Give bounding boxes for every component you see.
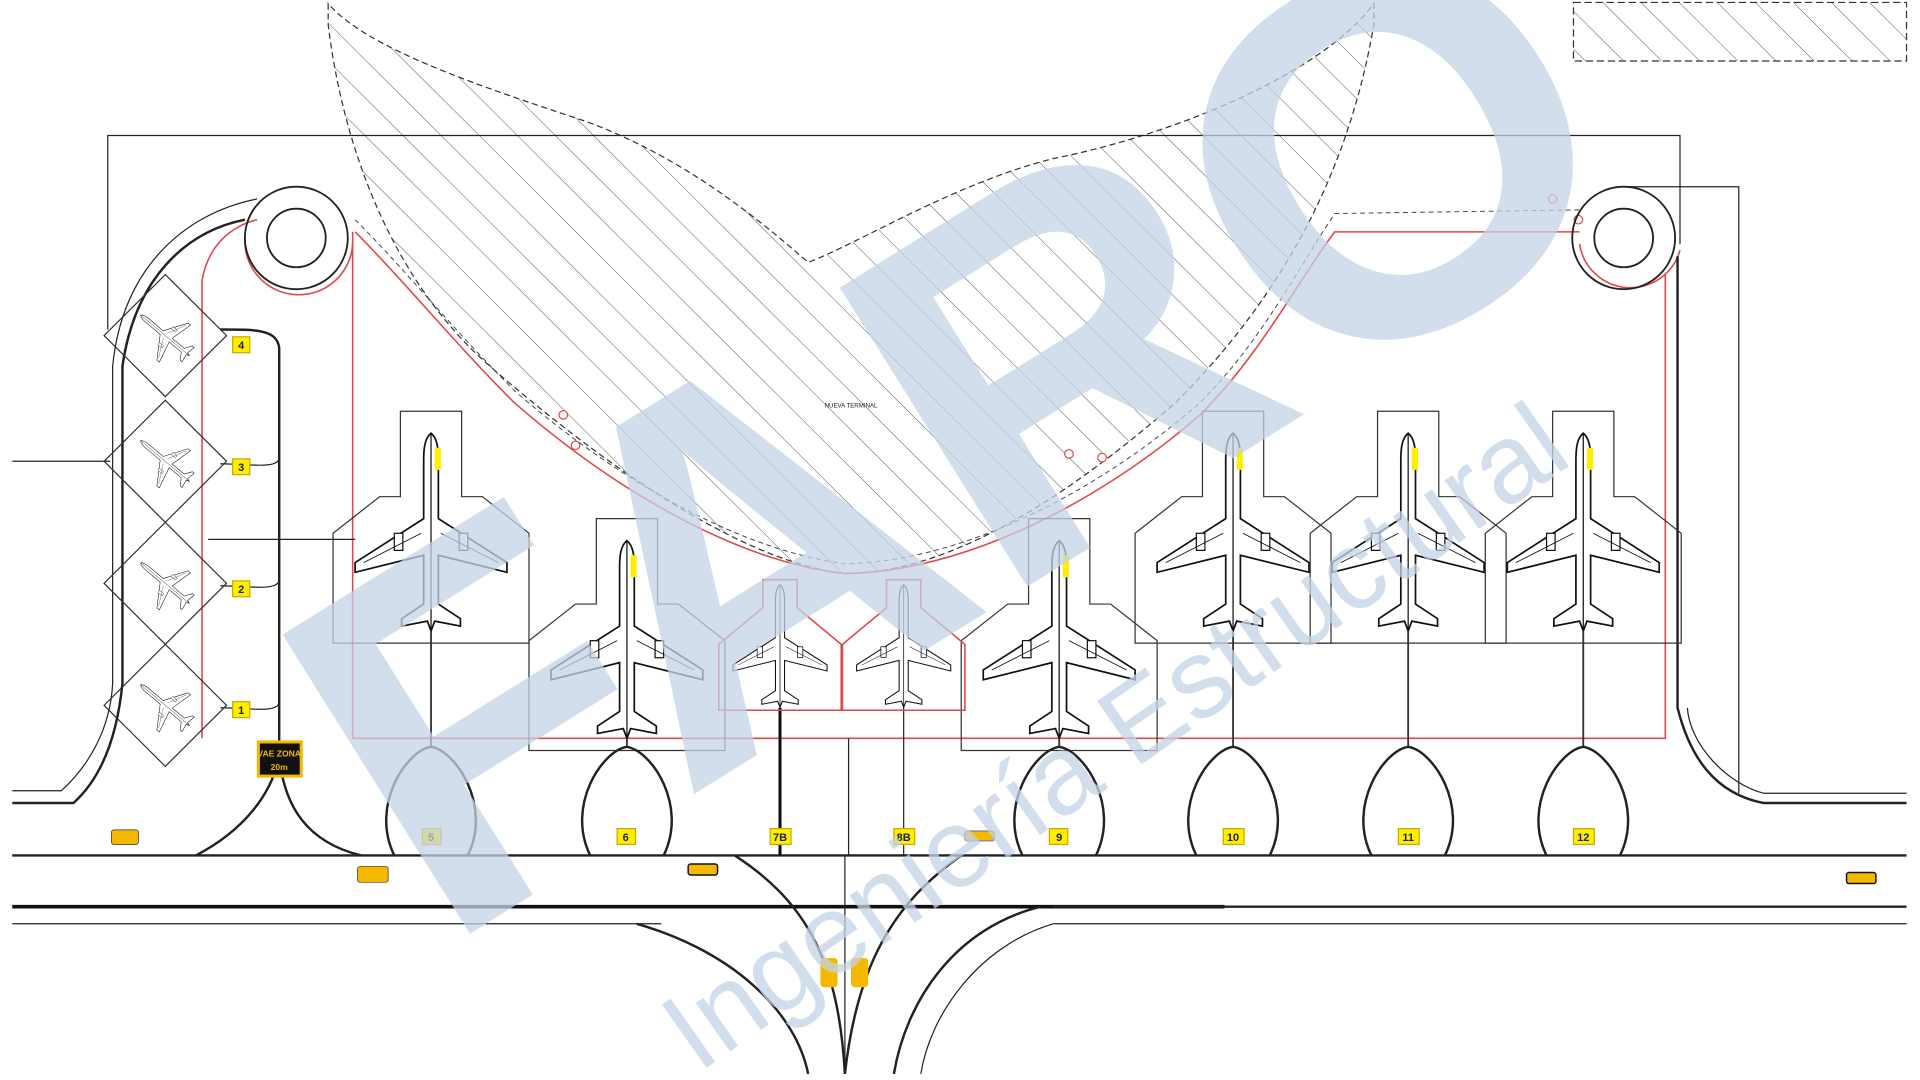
stand-label-11[interactable]: 11 bbox=[1397, 828, 1420, 846]
stand-label-6[interactable]: 6 bbox=[616, 828, 637, 846]
stand-label-12[interactable]: 12 bbox=[1572, 828, 1595, 846]
remote-stand-label-4[interactable]: 4 bbox=[232, 336, 251, 354]
svg-text:1: 1 bbox=[238, 705, 244, 717]
aircraft-stand-9[interactable] bbox=[960, 518, 1158, 856]
aircraft-stand-10[interactable] bbox=[1134, 410, 1332, 856]
taxiways bbox=[12, 198, 1907, 1075]
apron-boundary bbox=[12, 134, 1740, 794]
stand-label-8b[interactable]: 8B bbox=[893, 828, 916, 846]
service-road bbox=[201, 194, 1681, 740]
zone-sign: VAE ZONA 20m bbox=[256, 740, 303, 778]
remote-stand-label-3[interactable]: 3 bbox=[232, 458, 251, 476]
svg-text:12: 12 bbox=[1577, 832, 1589, 844]
svg-text:5: 5 bbox=[428, 832, 434, 844]
remote-stand-label-2[interactable]: 2 bbox=[232, 580, 251, 598]
svg-text:9: 9 bbox=[1056, 832, 1062, 844]
aircraft-stand-11[interactable] bbox=[1309, 410, 1507, 856]
aircraft-stand-5[interactable] bbox=[332, 410, 530, 856]
svg-text:2: 2 bbox=[238, 584, 244, 596]
zone-sign-line1: VAE ZONA bbox=[257, 749, 301, 759]
svg-text:4: 4 bbox=[238, 340, 245, 352]
aircraft-stand-7b[interactable] bbox=[717, 578, 843, 712]
aircraft-stand-8b[interactable] bbox=[841, 578, 966, 712]
svg-text:11: 11 bbox=[1402, 832, 1414, 844]
stand-label-7b[interactable]: 7B bbox=[769, 828, 792, 846]
terminal-footprint: NUEVA TERMINAL bbox=[327, 1, 1375, 575]
taxiway-signs bbox=[111, 829, 1877, 988]
svg-text:7B: 7B bbox=[773, 832, 787, 844]
svg-text:6: 6 bbox=[623, 832, 629, 844]
remote-stand-4[interactable] bbox=[103, 273, 228, 398]
aircraft-stand-6[interactable] bbox=[528, 518, 726, 856]
contact-stand-labels: 5 6 7B 8B 9 10 11 12 bbox=[421, 828, 1595, 846]
terminal-label: NUEVA TERMINAL bbox=[825, 403, 878, 410]
stand-label-5[interactable]: 5 bbox=[421, 828, 442, 846]
svg-text:3: 3 bbox=[238, 462, 244, 474]
zone-sign-line2: 20m bbox=[271, 762, 289, 772]
stand-label-9[interactable]: 9 bbox=[1048, 828, 1069, 846]
reserved-area-top-right bbox=[1572, 1, 1908, 62]
turning-circles bbox=[243, 185, 1677, 291]
svg-text:8B: 8B bbox=[897, 832, 911, 844]
remote-stand-labels: 4 3 2 1 bbox=[232, 336, 251, 719]
svg-text:10: 10 bbox=[1227, 832, 1239, 844]
stand-label-10[interactable]: 10 bbox=[1222, 828, 1245, 846]
aircraft-stand-12[interactable] bbox=[1484, 410, 1682, 856]
remote-stand-label-1[interactable]: 1 bbox=[232, 701, 251, 719]
stands-layer bbox=[103, 273, 1682, 856]
remote-stand-1[interactable] bbox=[103, 643, 228, 768]
